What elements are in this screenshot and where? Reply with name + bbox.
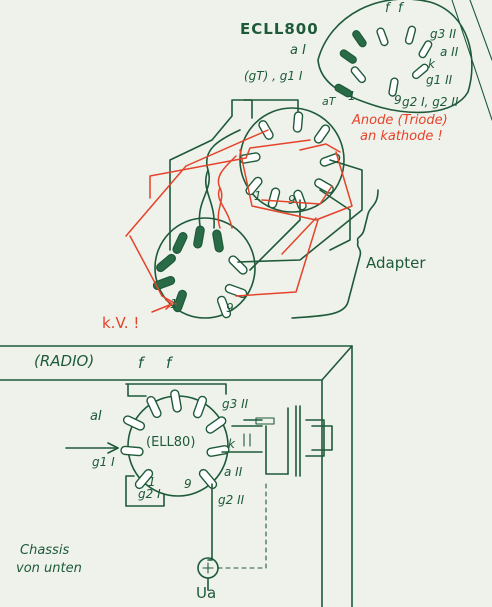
tube-pin-ai: a I <box>290 43 306 58</box>
radio-pin-g1i: g1 I <box>92 455 115 469</box>
socket-upper-pin1: 1 <box>254 189 262 203</box>
tube-pin-9: 9 <box>394 93 402 107</box>
ua-label: Ua <box>196 584 217 602</box>
chassis-label-line1: Chassis <box>20 543 70 558</box>
radio-pin-9: 9 <box>184 477 192 491</box>
kv-label: k.V. ! <box>102 314 140 332</box>
radio-pin-g2i: g2 I <box>138 487 161 501</box>
adapter-wiring-red <box>125 129 353 313</box>
radio-pin-g2ii: g2 II <box>218 493 245 507</box>
socket-upper-pin9: 9 <box>288 193 296 207</box>
radio-pin-1: 1 <box>148 475 156 489</box>
adapter-wiring-green <box>169 99 363 271</box>
radio-pin-ai: aI <box>90 409 102 424</box>
tube-ecll800 <box>317 0 492 121</box>
tube-pin-at: aT <box>322 95 336 108</box>
radio-pin-aii: a II <box>224 465 243 479</box>
radio-label: (RADIO) <box>34 352 95 370</box>
chassis-frame <box>0 345 353 607</box>
tube-pin-g1i: (gT) , g1 I <box>244 69 303 83</box>
tube-pin-g2: g2 I, g2 II <box>402 95 459 109</box>
tube-pin-1: 1 <box>348 89 356 103</box>
socket-lower-pin9: 9 <box>226 301 234 315</box>
socket-lower-pin1: 1 <box>170 297 178 311</box>
radio-heater-f1: f <box>138 354 144 372</box>
tube-type-label: ECLL800 <box>240 20 319 38</box>
chassis-label-line2: von unten <box>16 561 82 576</box>
tube-pin-aii: a II <box>440 45 459 59</box>
tube-pin-g1ii: g1 II <box>426 73 453 87</box>
radio-wiring <box>65 383 333 591</box>
radio-heater-f2: f <box>166 354 172 372</box>
radio-pin-k: k <box>228 437 235 451</box>
radio-pin-g3: g3 II <box>222 397 249 411</box>
adapter-label: Adapter <box>366 254 426 272</box>
adapter-socket-upper <box>239 107 345 213</box>
tube-pin-f2: f <box>398 1 403 16</box>
tube-pin-g3: g3 II <box>430 27 457 41</box>
anode-note-line2: an kathode ! <box>360 129 443 144</box>
radio-socket <box>120 389 230 497</box>
tube-pins <box>334 25 433 98</box>
tube-pin-k: k <box>428 57 435 71</box>
adapter-brace <box>291 189 379 319</box>
radio-socket-type: (ELL80) <box>146 435 196 450</box>
tube-pin-f1: f <box>385 1 390 16</box>
adapter-socket-lower <box>152 217 256 319</box>
anode-note-line1: Anode (Triode) <box>352 113 448 128</box>
